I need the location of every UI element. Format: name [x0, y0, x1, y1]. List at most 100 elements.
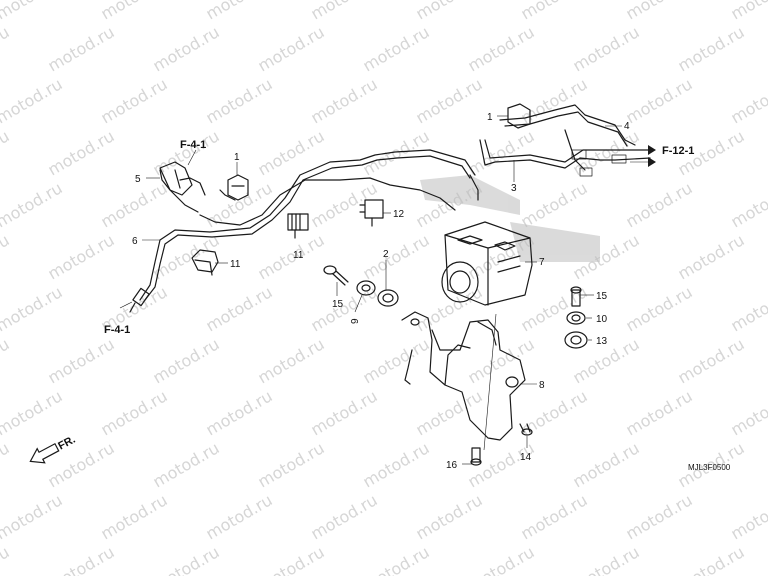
- watermark-text: motod.ru: [728, 178, 768, 231]
- watermark-text: motod.ru: [255, 438, 328, 491]
- hose-fitting-5: [159, 161, 193, 196]
- watermark-text: motod.ru: [203, 0, 276, 23]
- callout-8: 8: [539, 380, 545, 391]
- watermark-text: motod.ru: [623, 490, 696, 543]
- watermark-text: motod.ru: [98, 386, 171, 439]
- watermark-text: motod.ru: [465, 542, 538, 576]
- watermark-text: motod.ru: [675, 542, 748, 576]
- watermark-text: motod.ru: [308, 178, 381, 231]
- watermark-text: motod.ru: [675, 334, 748, 387]
- joint-12: [359, 199, 384, 227]
- watermark-text: motod.ru: [150, 230, 223, 283]
- callout-14: 14: [520, 452, 532, 463]
- watermark-text: motod.ru: [675, 22, 748, 75]
- watermark-text: motod.ru: [623, 386, 696, 439]
- watermark-text: motod.ru: [623, 0, 696, 23]
- watermark-text: motod.ru: [413, 74, 486, 127]
- collar-9: [356, 280, 376, 296]
- watermark-text: motod.ru: [0, 74, 66, 127]
- joint-11: [287, 213, 309, 239]
- watermark-text: motod.ru: [255, 22, 328, 75]
- hose-end-6: [129, 287, 150, 313]
- watermark-text: motod.ru: [465, 334, 538, 387]
- watermark-text: motod.ru: [98, 490, 171, 543]
- watermark-text: motod.ru: [728, 386, 768, 439]
- watermark-text: motod.ru: [623, 74, 696, 127]
- grommet-2: [377, 289, 399, 307]
- watermark-text: motod.ru: [0, 230, 13, 283]
- watermark-text: motod.ru: [518, 386, 591, 439]
- watermark-text: motod.ru: [518, 74, 591, 127]
- watermark-text: motod.ru: [518, 490, 591, 543]
- watermark-text: motod.ru: [308, 0, 381, 23]
- watermark-text: motod.ru: [413, 386, 486, 439]
- callout-9: 9: [350, 318, 361, 324]
- callout-1-right: 1: [487, 112, 493, 123]
- ref-f121: F-12-1: [662, 145, 694, 157]
- watermark-text: motod.ru: [728, 490, 768, 543]
- callout-1-left: 1: [234, 152, 240, 163]
- watermark-text: motod.ru: [360, 334, 433, 387]
- watermark-text: motod.ru: [0, 386, 66, 439]
- callout-6: 6: [132, 236, 138, 247]
- brake-pipe-left: [139, 149, 479, 301]
- watermark-text: motod.ru: [0, 178, 66, 231]
- watermark-text: motod.ru: [360, 230, 433, 283]
- watermark-text: motod.ru: [728, 282, 768, 335]
- watermark-text: motod.ru: [255, 126, 328, 179]
- bolt-15-right: [570, 286, 582, 307]
- watermark-text: motod.ru: [150, 22, 223, 75]
- watermark-text: motod.ru: [45, 126, 118, 179]
- watermark-text: motod.ru: [360, 542, 433, 576]
- bolt-14: [519, 423, 533, 436]
- watermark-text: motod.ru: [413, 490, 486, 543]
- watermark-text: motod.ru: [308, 386, 381, 439]
- watermark-text: motod.ru: [0, 0, 66, 23]
- callout-11-left: 11: [230, 259, 241, 270]
- watermark-text: motod.ru: [728, 74, 768, 127]
- front-label: FR.: [56, 434, 77, 453]
- watermark-text: motod.ru: [0, 126, 13, 179]
- brake-pipe-right: [479, 104, 651, 177]
- watermark-text: motod.ru: [360, 22, 433, 75]
- watermark-text: motod.ru: [45, 542, 118, 576]
- watermark-text: motod.ru: [150, 542, 223, 576]
- watermark-text: motod.ru: [623, 178, 696, 231]
- diagram-code: MJL3F0500: [688, 463, 731, 472]
- collar-10: [566, 311, 586, 325]
- callout-11-center: 11: [293, 250, 304, 261]
- watermark-text: motod.ru: [203, 282, 276, 335]
- callout-12: 12: [393, 209, 405, 220]
- watermark-text: motod.ru: [203, 490, 276, 543]
- bolt-16: [470, 447, 482, 466]
- watermark-text: motod.ru: [570, 22, 643, 75]
- callout-10: 10: [596, 314, 608, 325]
- grommet-13: [564, 331, 588, 349]
- reference-arrows: [630, 145, 656, 167]
- callout-13: 13: [596, 336, 608, 347]
- ref-f41-top: F-4-1: [180, 139, 206, 151]
- watermark-text: motod.ru: [518, 178, 591, 231]
- watermark-text: motod.ru: [98, 178, 171, 231]
- watermark-text: motod.ru: [623, 282, 696, 335]
- watermark-text: motod.ru: [0, 282, 66, 335]
- callout-4: 4: [624, 121, 630, 132]
- watermark-text: motod.ru: [203, 386, 276, 439]
- callout-15-right: 15: [596, 291, 608, 302]
- callout-7: 7: [539, 257, 545, 268]
- watermark-text: motod.ru: [45, 230, 118, 283]
- bracket-11: [191, 249, 219, 276]
- watermark-text: motod.ru: [360, 126, 433, 179]
- watermark-text: motod.ru: [465, 126, 538, 179]
- watermark-text: motod.ru: [0, 542, 13, 576]
- callout-5: 5: [135, 174, 141, 185]
- watermark-text: motod.ru: [255, 334, 328, 387]
- pipe-clip-right: [507, 103, 531, 129]
- watermark-text: motod.ru: [570, 542, 643, 576]
- watermark-text: motod.ru: [150, 334, 223, 387]
- watermark-text: motod.ru: [0, 438, 13, 491]
- watermark-text: motod.ru: [98, 74, 171, 127]
- callout-2: 2: [383, 249, 389, 260]
- watermark-text: motod.ru: [675, 230, 748, 283]
